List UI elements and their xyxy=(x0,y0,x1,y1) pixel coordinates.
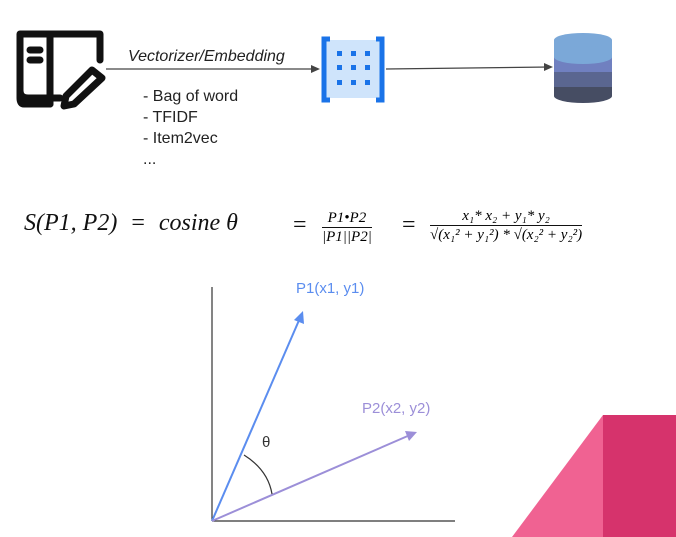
database-icon xyxy=(554,33,612,103)
vectorizer-label: Vectorizer/Embedding xyxy=(128,48,285,65)
denominator: √(x₁² + y₁²) * √(x₂² + y₂²) xyxy=(430,226,583,243)
equals: = xyxy=(293,212,307,238)
theta-label: θ xyxy=(262,434,271,451)
numerator: P1•P2 xyxy=(322,210,372,228)
book-edit-icon xyxy=(16,30,106,110)
corner-decoration-light xyxy=(512,415,603,537)
angle-arc xyxy=(243,454,273,495)
similarity-symbol: S(P1, P2) xyxy=(24,210,118,236)
fraction-coordinates: x₁* x₂ + y₁* y₂ √(x₁² + y₁²) * √(x₂² + y… xyxy=(430,208,583,244)
matrix-icon xyxy=(321,36,385,103)
equals: = xyxy=(131,210,145,236)
method-item: - Item2vec xyxy=(143,130,218,147)
vector-p2 xyxy=(211,434,411,522)
method-item: - TFIDF xyxy=(143,109,198,126)
p2-label: P2(x2, y2) xyxy=(362,400,431,417)
method-item: - Bag of word xyxy=(143,88,239,105)
numerator: x₁* x₂ + y₁* y₂ xyxy=(430,208,583,226)
vector-p1 xyxy=(211,317,301,522)
arrow-to-database xyxy=(385,66,551,70)
fraction-dot-product: P1•P2 |P1||P2| xyxy=(322,210,372,246)
denominator: |P1||P2| xyxy=(322,228,372,245)
equals: = xyxy=(402,212,416,238)
cosine-theta: cosine θ xyxy=(158,210,238,236)
corner-decoration-dark xyxy=(603,415,676,537)
p1-label: P1(x1, y1) xyxy=(296,280,365,297)
method-item: ... xyxy=(143,151,157,168)
formula-lhs: S(P1, P2) = cosine θ xyxy=(24,210,238,237)
